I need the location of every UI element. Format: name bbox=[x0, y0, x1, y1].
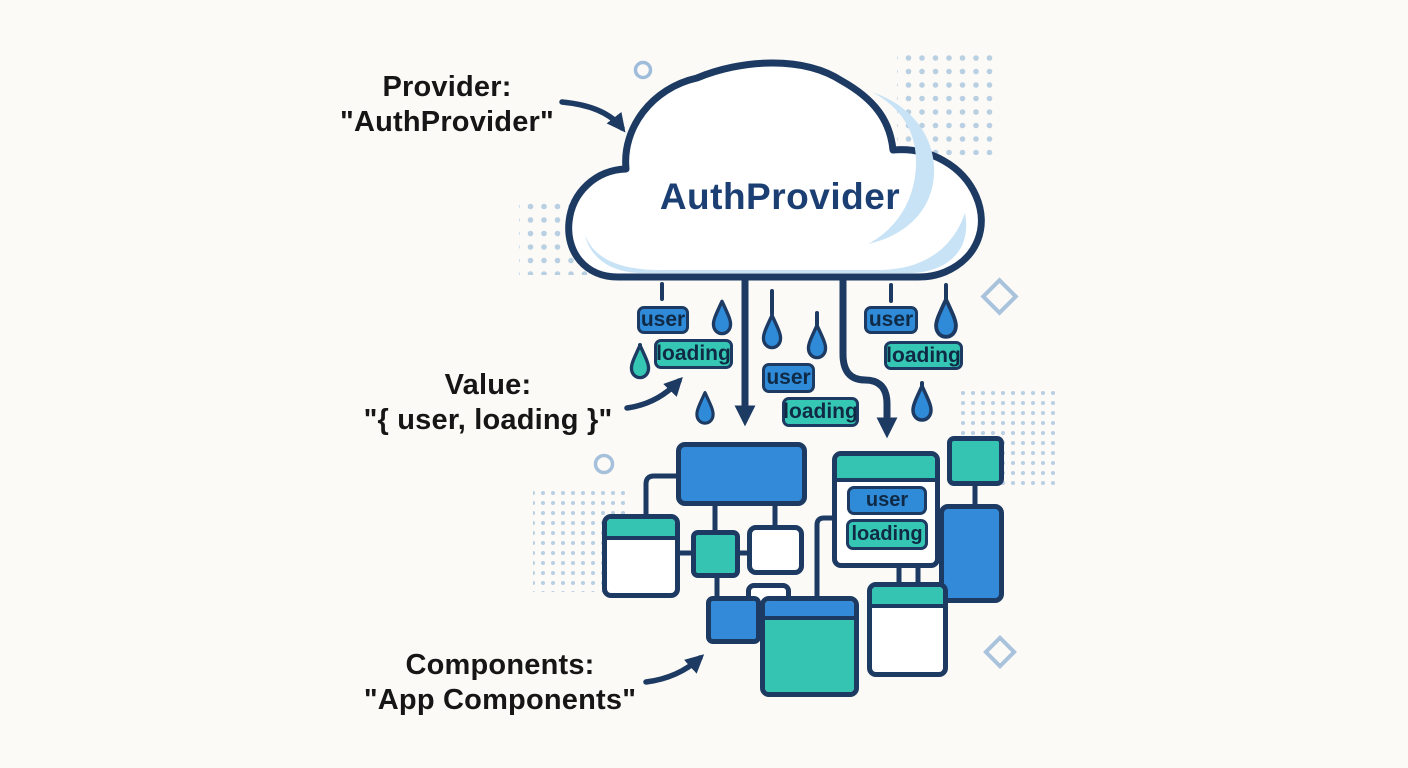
raindrop-icon bbox=[711, 299, 733, 336]
window-titlebar bbox=[765, 601, 854, 620]
app-component-box-blue-small bbox=[706, 596, 761, 644]
raindrop-icon bbox=[911, 384, 933, 422]
user-badge: user bbox=[847, 486, 927, 515]
dot-grid-icon bbox=[897, 54, 993, 155]
app-component-box-blue-right bbox=[939, 504, 1004, 603]
user-badge: user bbox=[762, 363, 815, 393]
window-titlebar bbox=[837, 456, 935, 482]
app-component-window-left bbox=[602, 514, 680, 598]
label-value: Value: "{ user, loading }" bbox=[348, 368, 628, 438]
annotation-arrows bbox=[559, 99, 705, 685]
label-provider: Provider: "AuthProvider" bbox=[322, 70, 572, 140]
raindrops bbox=[629, 282, 958, 425]
cloud-shade bbox=[868, 92, 935, 244]
arrow-icon bbox=[839, 279, 898, 439]
circle-icon bbox=[633, 60, 653, 80]
circle-icon bbox=[593, 453, 615, 475]
raindrop-icon bbox=[761, 313, 783, 350]
label-components-line2: "App Components" bbox=[363, 684, 637, 716]
window-titlebar bbox=[607, 519, 675, 540]
user-badge: user bbox=[864, 306, 918, 334]
app-component-box-teal-right bbox=[947, 436, 1004, 486]
loading-badge: loading bbox=[654, 339, 733, 369]
raindrop-icon bbox=[695, 391, 715, 425]
cloud-icon bbox=[565, 59, 985, 281]
window-body bbox=[765, 620, 854, 692]
label-provider-line2: "AuthProvider" bbox=[340, 106, 554, 138]
loading-badge: loading bbox=[782, 397, 859, 427]
cloud-shade bbox=[585, 213, 967, 273]
loading-badge: loading bbox=[884, 341, 963, 370]
diamond-icon bbox=[983, 635, 1017, 669]
user-badge: user bbox=[637, 306, 689, 334]
raindrop-icon bbox=[806, 323, 828, 360]
app-component-window-bottom-right bbox=[867, 582, 948, 677]
label-value-line1: Value: bbox=[444, 369, 532, 401]
arrow-icon bbox=[624, 376, 683, 411]
label-provider-line1: Provider: bbox=[382, 71, 512, 103]
app-component-box-white bbox=[747, 525, 804, 575]
diamond-icon bbox=[980, 277, 1019, 316]
label-components: Components: "App Components" bbox=[346, 648, 654, 718]
app-component-box-teal-small bbox=[691, 530, 740, 578]
label-value-line2: "{ user, loading }" bbox=[363, 404, 613, 436]
cloud-title: AuthProvider bbox=[659, 176, 901, 217]
arrow-icon bbox=[643, 654, 705, 685]
loading-badge: loading bbox=[846, 519, 928, 550]
app-component-window-teal bbox=[760, 596, 859, 697]
app-component-box-blue-large bbox=[676, 442, 807, 506]
window-titlebar bbox=[872, 587, 943, 608]
label-components-line1: Components: bbox=[405, 649, 595, 681]
arrow-icon bbox=[559, 99, 626, 133]
component-connectors bbox=[643, 473, 978, 601]
raindrop-icon bbox=[629, 343, 651, 380]
provider-flow-arrows bbox=[734, 279, 898, 439]
raindrop-icon bbox=[934, 297, 958, 339]
